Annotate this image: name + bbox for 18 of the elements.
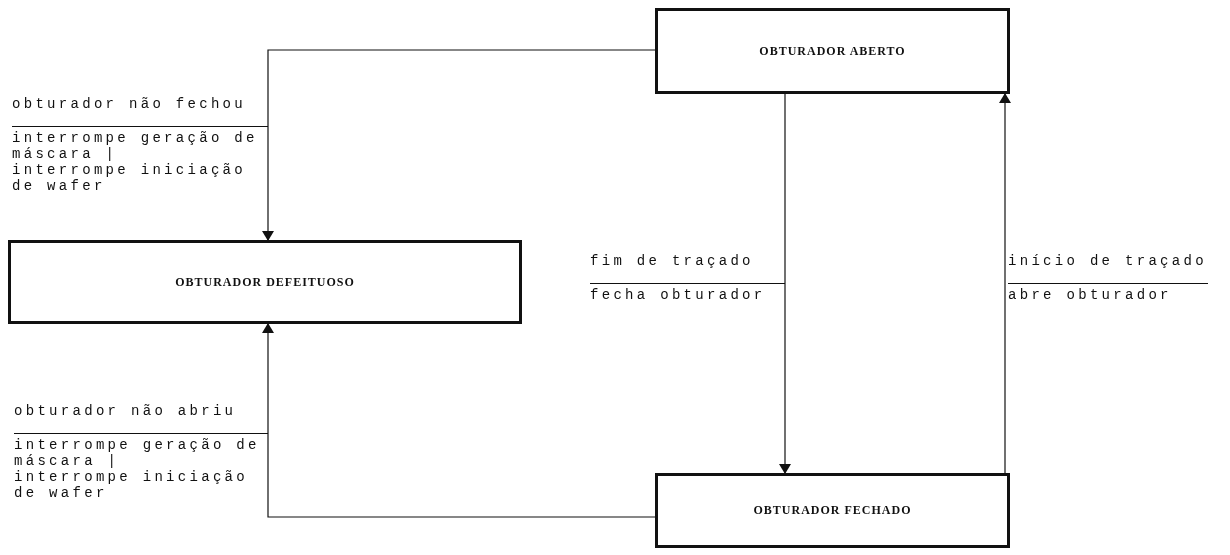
event-label: fim de traçado bbox=[590, 253, 755, 269]
action-label: interrompe iniciação de wafer bbox=[14, 469, 250, 501]
event-label: obturador não fechou bbox=[12, 96, 248, 112]
state-name: OBTURADOR FECHADO bbox=[753, 503, 912, 518]
transition-arrow bbox=[262, 49, 656, 241]
transition-arrow bbox=[999, 93, 1011, 474]
event-label: obturador não abriu bbox=[14, 403, 238, 419]
action-label: interrompe iniciação de wafer bbox=[12, 162, 248, 194]
state-name: OBTURADOR DEFEITUOSO bbox=[175, 274, 355, 290]
action-label: abre obturador bbox=[1008, 287, 1173, 303]
action-label: fecha obturador bbox=[590, 287, 767, 303]
state-box bbox=[655, 8, 1010, 94]
transition-arrow bbox=[262, 323, 656, 518]
state-name: OBTURADOR ABERTO bbox=[759, 43, 906, 59]
transition-arrow bbox=[779, 93, 791, 474]
state-box bbox=[8, 240, 522, 324]
state-box bbox=[655, 473, 1010, 548]
event-label: início de traçado bbox=[1008, 253, 1208, 269]
